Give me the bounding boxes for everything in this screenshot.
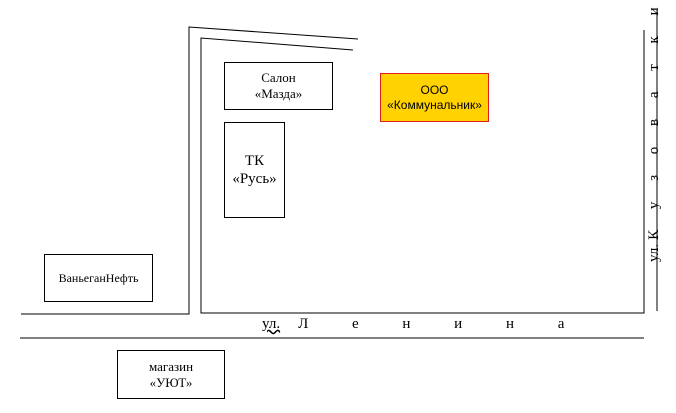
ooo-kommunalnik-line2: «Коммунальник» — [387, 97, 482, 112]
vanyeganneft-label: ВаньеганНефть — [58, 270, 139, 285]
salon-mazda-line1: Салон — [261, 70, 296, 86]
ooo-kommunalnik: ООО «Коммунальник» — [380, 73, 489, 122]
street-lenina-label: ул. Л е н и н а — [262, 316, 584, 333]
magazin-uyut-line2: «УЮТ» — [149, 374, 193, 390]
street-lenina-prefix: ул. — [262, 316, 281, 332]
magazin-uyut: магазин «УЮТ» — [117, 350, 225, 399]
street-lenina-name: Л е н и н а — [298, 316, 585, 332]
salon-mazda: Салон «Мазда» — [224, 62, 333, 110]
magazin-uyut-line1: магазин — [148, 358, 194, 374]
inner-block-line — [200, 30, 645, 314]
street-kuzovatkina-prefix: ул. — [646, 243, 662, 262]
tk-rus: ТК «Русь» — [224, 122, 285, 218]
salon-mazda-line2: «Мазда» — [254, 86, 303, 101]
tk-rus-line1: ТК — [244, 153, 265, 169]
tk-rus-line2: «Русь» — [232, 171, 277, 187]
vanyeganneft: ВаньеганНефть — [44, 254, 153, 302]
ooo-kommunalnik-line1: ООО — [420, 83, 449, 98]
street-kuzovatkina-label: ул. К у з о в а т к и н а — [646, 0, 663, 262]
street-kuzovatkina-name: К у з о в а т к и н а — [646, 0, 662, 240]
outer-road-line — [21, 26, 359, 315]
